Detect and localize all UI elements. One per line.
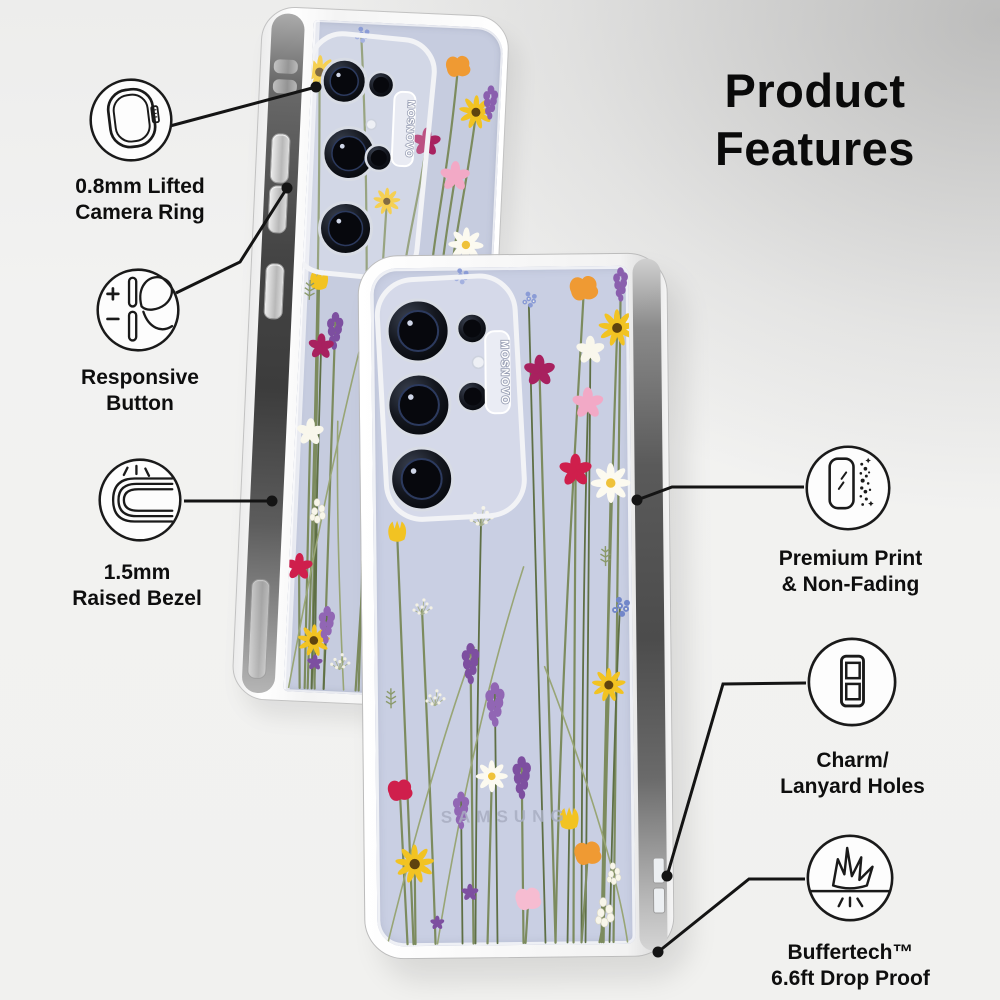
feature-label-line: Lanyard Holes — [780, 775, 925, 798]
phone-case-side-view: MOSNOVO — [231, 5, 511, 711]
camera-lens — [318, 200, 374, 256]
feature-label-line: Charm/ — [816, 749, 889, 772]
volume-up-button — [269, 133, 291, 184]
feature-label-line: 6.6ft Drop Proof — [771, 967, 930, 990]
camera-flash — [365, 118, 378, 131]
camera-module-left: MOSNOVO — [290, 31, 437, 282]
camera-flash — [471, 355, 486, 370]
volume-down-button — [267, 184, 289, 234]
feature-label-raised-bezel: 1.5mm Raised Bezel — [37, 560, 237, 612]
camera-lens-small — [456, 380, 490, 413]
frame-ridge — [272, 79, 298, 95]
case-back-floral-left: MOSNOVO — [283, 19, 504, 700]
power-button — [263, 262, 285, 320]
feature-label-charm-holes: Charm/ Lanyard Holes — [745, 748, 960, 800]
feature-label-line: Buffertech™ — [787, 941, 914, 964]
feature-label-line: Responsive — [81, 366, 199, 389]
feature-label-line: Camera Ring — [75, 201, 205, 224]
phone-right-frame — [632, 258, 668, 951]
floral-print-left: MOSNOVO — [283, 19, 499, 692]
lanyard-hole — [652, 857, 665, 884]
drop-proof-icon — [806, 834, 894, 922]
case-brand-text: MOSNOVO — [498, 340, 511, 405]
camera-lens-small — [455, 312, 489, 345]
frame-ridge — [273, 59, 299, 75]
feature-label-premium-print: Premium Print & Non-Fading — [748, 546, 953, 598]
responsive-button-icon — [96, 268, 180, 352]
print-spray-dots — [859, 457, 874, 507]
feature-label-responsive-button: Responsive Button — [40, 365, 240, 417]
camera-ring-icon — [89, 78, 173, 162]
lanyard-hole — [652, 887, 666, 914]
title-line-1: Product — [724, 64, 906, 117]
feature-label-line: Premium Print — [778, 547, 923, 570]
camera-lens — [389, 446, 455, 512]
feature-label-line: Raised Bezel — [72, 587, 202, 610]
camera-lens — [385, 298, 451, 364]
feature-label-line: 0.8mm Lifted — [75, 175, 205, 198]
camera-module-right: MOSNOVO — [374, 273, 527, 522]
camera-lens — [321, 126, 377, 182]
feature-label-camera-ring: 0.8mm Lifted Camera Ring — [40, 174, 240, 226]
floral-print-right: MOSNOVO — [374, 267, 636, 946]
feature-label-line: 1.5mm — [103, 561, 171, 584]
kickstand-tab — [390, 90, 417, 168]
phone-case-back-view: MOSNOVO SAMSUNG — [357, 252, 675, 960]
feature-label-line: Button — [106, 392, 174, 415]
raised-bezel-icon — [98, 458, 182, 542]
camera-lens — [320, 57, 368, 105]
premium-print-icon — [805, 445, 891, 531]
case-brand-text: MOSNOVO — [403, 100, 417, 158]
kickstand-tab — [484, 330, 511, 415]
feature-label-drop-proof: Buffertech™ 6.6ft Drop Proof — [738, 940, 963, 992]
camera-lens-small — [366, 70, 396, 100]
title-line-2: Features — [715, 122, 915, 175]
camera-lens — [386, 372, 452, 438]
phone-brand-text: SAMSUNG — [440, 806, 570, 827]
page-title: Product Features — [650, 62, 980, 178]
camera-lens-small — [364, 143, 394, 173]
charm-lanyard-holes-icon — [807, 637, 897, 727]
feature-label-line: & Non-Fading — [781, 573, 920, 596]
case-back-floral-right: MOSNOVO SAMSUNG — [370, 265, 636, 947]
